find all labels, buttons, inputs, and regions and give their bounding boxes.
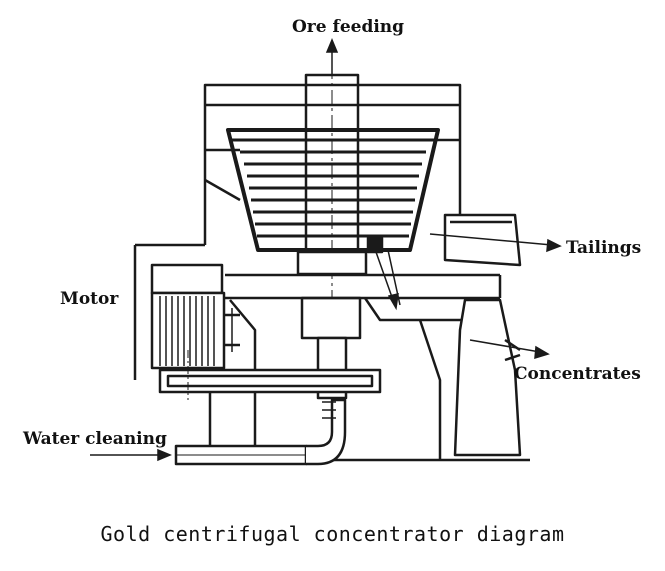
- outer-housing: [135, 85, 460, 380]
- discharge-arrow: [376, 252, 398, 308]
- ore-feeding-arrow: [327, 40, 337, 75]
- tailings-arrow: [430, 234, 560, 251]
- tailings-label: Tailings: [566, 238, 642, 258]
- spindle-hub: [298, 252, 366, 398]
- diagram-caption: Gold centrifugal concentrator diagram: [100, 522, 565, 546]
- concentrates-arrow: [470, 340, 548, 358]
- belt-guard: [160, 350, 380, 400]
- motor: [152, 265, 240, 368]
- ore-feeding-label: Ore feeding: [292, 17, 405, 37]
- motor-label: Motor: [60, 289, 119, 309]
- main-frame: [175, 275, 530, 460]
- tailings-outlet: [445, 215, 520, 265]
- concentrate-bowl: [228, 130, 438, 252]
- water-cleaning-label: Water cleaning: [23, 429, 167, 449]
- water-cleaning-arrow: [90, 450, 170, 460]
- concentrates-label: Concentrates: [514, 364, 641, 384]
- water-pipe: [176, 400, 345, 464]
